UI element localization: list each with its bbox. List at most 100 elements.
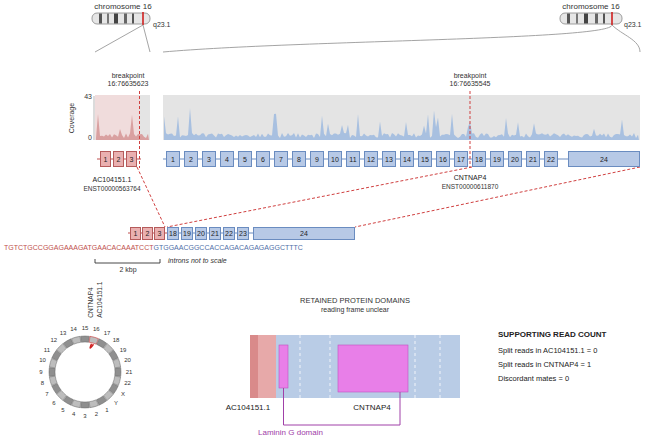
exon-number: 15 <box>421 156 429 163</box>
exon-number: 21 <box>529 156 537 163</box>
chromosome-band <box>603 14 605 24</box>
chromosome-number: 3 <box>83 413 86 420</box>
zoom-bracket <box>163 25 640 52</box>
coverage-group <box>96 108 639 140</box>
breakpoint-label: breakpoint <box>112 72 145 80</box>
exon-box: 16 <box>436 151 450 167</box>
exon-box: 21 <box>209 227 221 240</box>
exon-box: 3 <box>154 227 165 240</box>
exon-box: 11 <box>346 151 360 167</box>
exon-box: 17 <box>454 151 468 167</box>
exon-box: 12 <box>364 151 378 167</box>
fusion-chord <box>90 344 93 348</box>
chromosome-segment <box>81 336 90 342</box>
exon-box: 18 <box>167 227 179 240</box>
laminin-domain <box>338 345 408 392</box>
gene-name: AC104151.1 <box>96 282 103 318</box>
chromosome-band <box>124 14 127 24</box>
breakpoint-line <box>139 91 140 168</box>
chromosome-number: 1 <box>105 407 108 414</box>
exon-number: 22 <box>225 230 233 237</box>
gene-name: CNTNAP4 <box>454 174 487 182</box>
leader-line <box>284 388 401 425</box>
exon-box: 22 <box>544 151 558 167</box>
exon-number: 24 <box>600 156 608 163</box>
read-count: Discordant mates = 0 <box>498 375 569 384</box>
exon-number: 19 <box>183 230 191 237</box>
chromosome-number: Y <box>114 400 118 407</box>
exon-number: 17 <box>457 156 465 163</box>
chromosome-segment <box>72 336 81 344</box>
protein-part <box>250 335 258 398</box>
chromosome-band <box>576 14 578 24</box>
fusion-sequence: GTGGAACGGCCACCAGACAGAGAGGCTTTC <box>153 244 302 252</box>
zoom-bracket <box>95 25 150 52</box>
coverage-area <box>164 108 639 140</box>
chromosome-number: 10 <box>39 357 46 364</box>
chromosome-number: 14 <box>70 326 77 333</box>
band-label: q23.1 <box>153 21 171 29</box>
chromosome-number: 13 <box>60 330 67 337</box>
axis-line <box>94 96 95 140</box>
chromosome-number: 22 <box>124 380 131 387</box>
exon-number: 21 <box>211 230 219 237</box>
exon-number: 7 <box>279 156 283 163</box>
axis-tick: 43 <box>84 93 92 101</box>
exon-box: 1 <box>166 151 180 167</box>
chromosome-number: 7 <box>45 391 48 398</box>
axis-tick: 0 <box>88 134 92 142</box>
exon-box: 8 <box>292 151 306 167</box>
exon-box: 9 <box>310 151 324 167</box>
chromosome-segment <box>52 384 61 394</box>
section-title: RETAINED PROTEIN DOMAINS <box>300 297 410 306</box>
exon-number: 22 <box>547 156 555 163</box>
scale-label: 2 kbp <box>119 266 136 274</box>
exon-number: 2 <box>146 230 150 237</box>
exon-number: 20 <box>511 156 519 163</box>
exon-box: 2 <box>113 151 124 167</box>
chromosome-band <box>114 14 118 24</box>
exon-number: 3 <box>130 156 134 163</box>
exon-box: 2 <box>142 227 153 240</box>
exon-number: 8 <box>297 156 301 163</box>
fusion-connector <box>167 167 472 227</box>
exon-box: 7 <box>274 151 288 167</box>
exon-box: 1 <box>130 227 141 240</box>
exon-box: 20 <box>195 227 207 240</box>
chromosome-segment <box>81 402 90 408</box>
exon-number: 19 <box>493 156 501 163</box>
circos-plot <box>49 336 121 408</box>
domain-divider <box>300 335 440 398</box>
exon-number: 24 <box>300 230 308 237</box>
chromosome-number: 6 <box>52 400 55 407</box>
exon-number: 9 <box>315 156 319 163</box>
exon-number: 23 <box>239 230 247 237</box>
exon-box: 13 <box>382 151 396 167</box>
gene-name: CNTNAP4 <box>87 288 94 318</box>
chromosome-band <box>107 14 109 24</box>
read-count: Split reads in CNTNAP4 = 1 <box>498 361 591 370</box>
chromosome-number: 19 <box>120 347 127 354</box>
domain-label: Laminin G domain <box>258 428 323 437</box>
protein-part <box>250 335 276 398</box>
axis-title: Coverage <box>68 103 76 133</box>
exon-number: 11 <box>349 156 356 163</box>
exon-number: 14 <box>403 156 411 163</box>
exon-box: 19 <box>490 151 504 167</box>
chromosome-band <box>132 14 134 24</box>
chromosome-band <box>99 14 102 24</box>
chromosome-segment <box>49 368 55 377</box>
chromosome-number: 21 <box>126 369 133 376</box>
chromosome-number: 17 <box>104 330 111 337</box>
exon-number: 3 <box>158 230 162 237</box>
exon-box: 6 <box>256 151 270 167</box>
locus-mark <box>611 12 613 25</box>
fusion-sequence: TGTCTGCCGGAGAAAGATGAACACAAATCCT <box>4 244 153 252</box>
chromosome-segment <box>49 376 57 385</box>
exon-box: 21 <box>526 151 540 167</box>
exon-box: 4 <box>220 151 234 167</box>
coverage-area <box>96 114 149 140</box>
coverage-panel <box>95 95 150 140</box>
section-title: SUPPORTING READ COUNT <box>498 330 606 339</box>
chromosome-label: chromosome 16 <box>94 2 151 11</box>
